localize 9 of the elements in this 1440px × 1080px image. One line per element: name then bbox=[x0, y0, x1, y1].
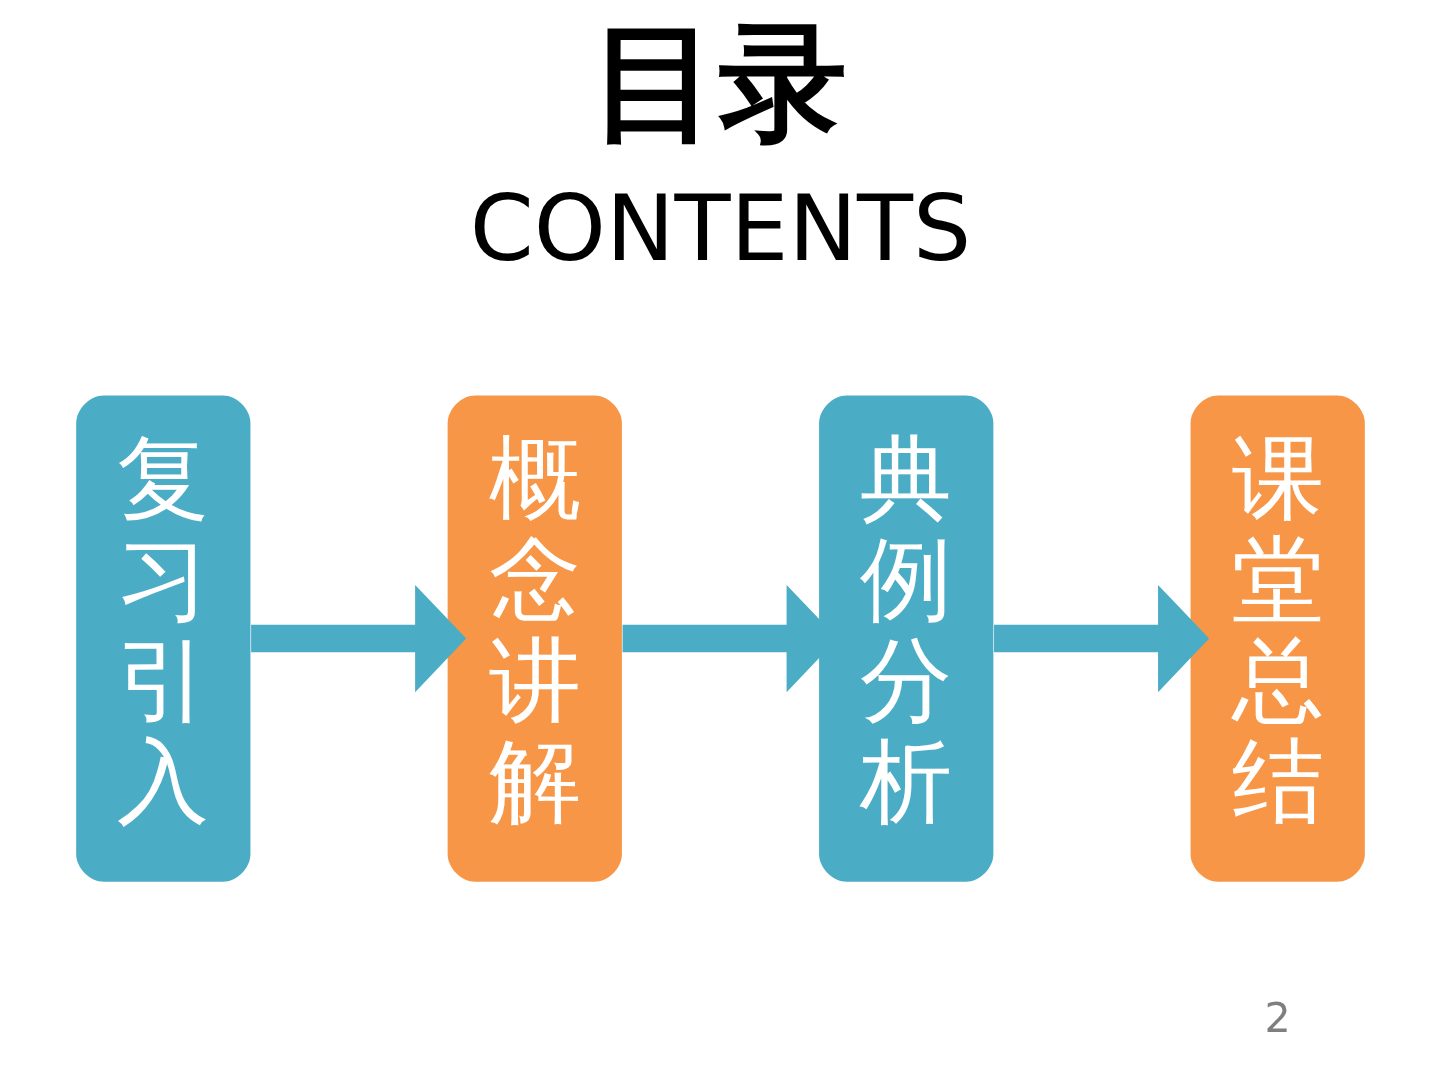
label: 2 bbox=[1264, 993, 1291, 1042]
label: CONTENTS bbox=[469, 175, 971, 283]
node-box: 课堂总结 bbox=[1190, 395, 1365, 882]
node-box: 典例分析 bbox=[818, 395, 993, 882]
node-box: 复习引入 bbox=[75, 395, 250, 882]
node-box: 概念讲解 bbox=[447, 395, 622, 882]
diagram-title: 目录 bbox=[590, 7, 847, 157]
arrow bbox=[250, 584, 466, 693]
arrow bbox=[993, 584, 1209, 693]
